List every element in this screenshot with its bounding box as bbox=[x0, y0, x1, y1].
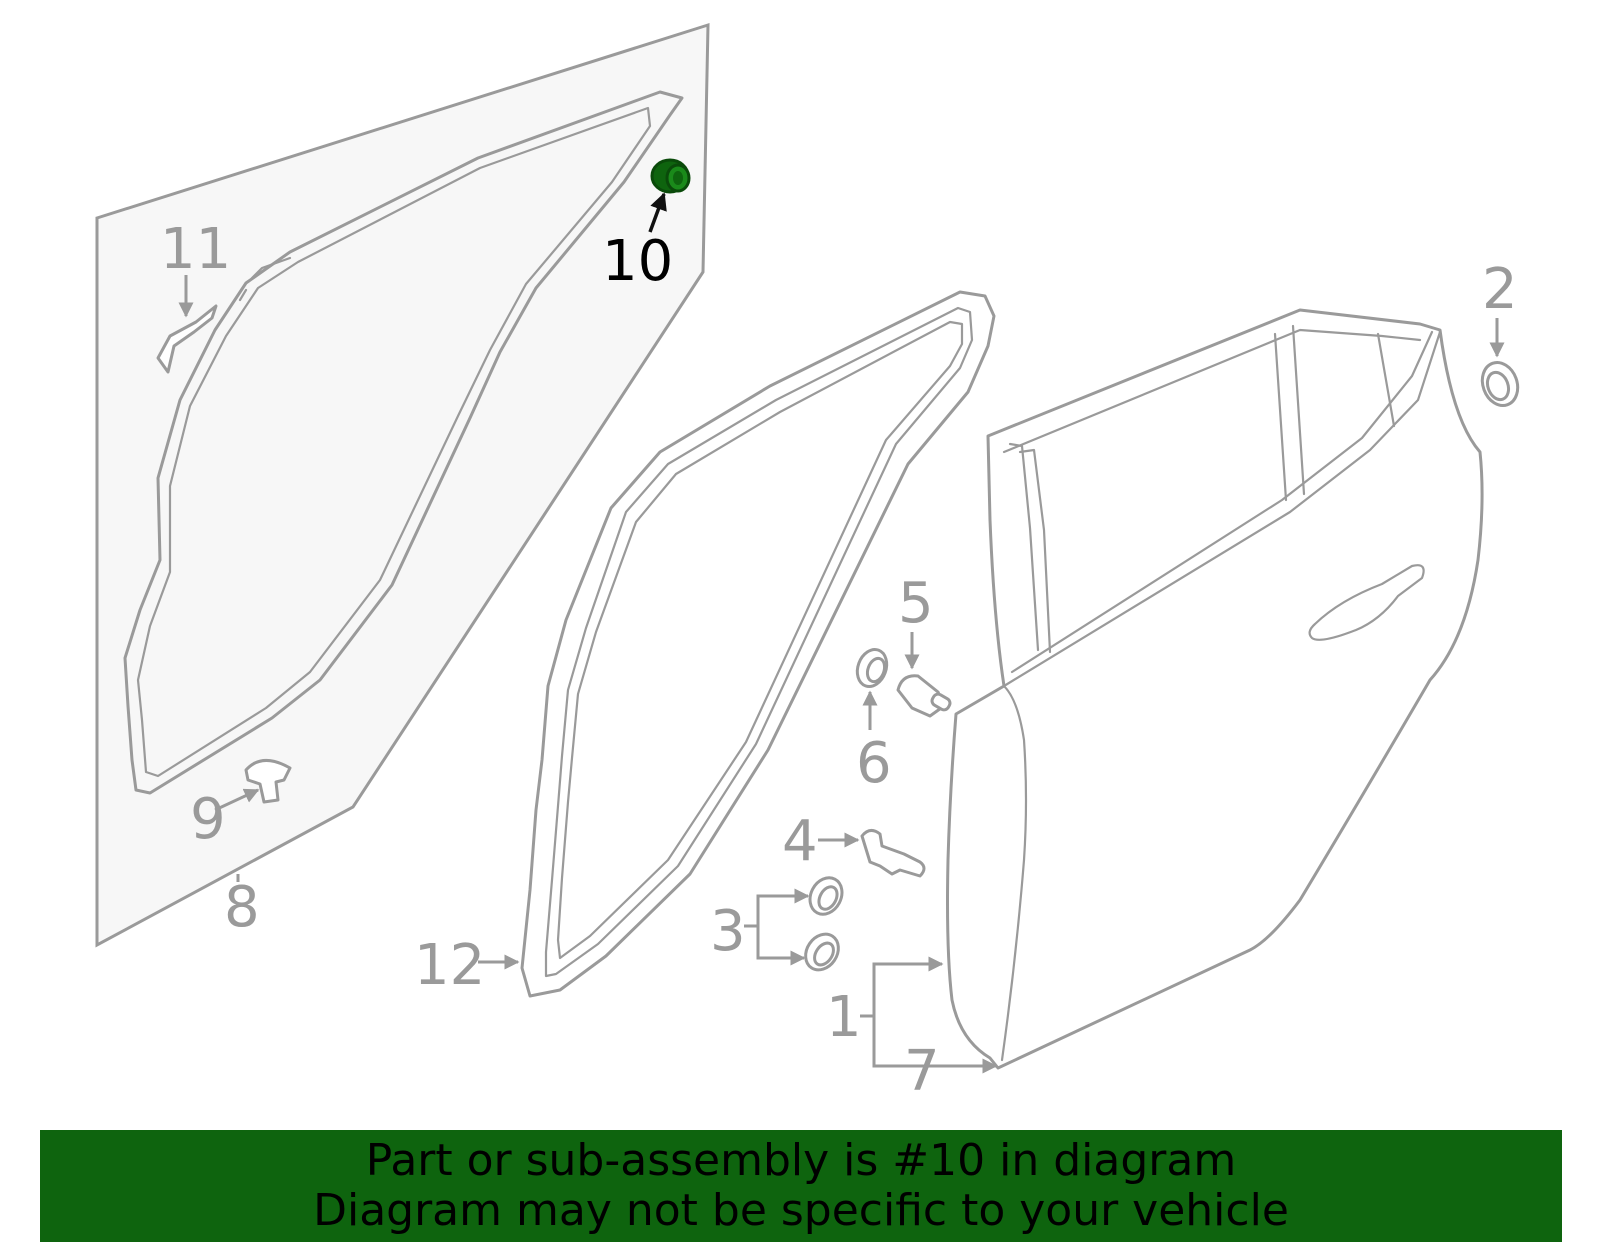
door-weatherstrip-12-outer bbox=[520, 290, 996, 998]
callout-3: 3 bbox=[710, 899, 746, 964]
trim-piece-11 bbox=[156, 304, 218, 374]
panel-8 bbox=[95, 22, 710, 948]
callout-11: 11 bbox=[160, 217, 231, 282]
opening-seal-inner bbox=[136, 106, 652, 778]
plug-2 bbox=[1480, 361, 1520, 407]
leader-lines bbox=[178, 192, 1505, 1074]
callout-12: 12 bbox=[414, 933, 485, 998]
grommet-3a bbox=[808, 876, 844, 916]
callout-1: 1 bbox=[826, 985, 862, 1050]
door-weatherstrip-12-inner bbox=[544, 306, 974, 978]
callout-5: 5 bbox=[898, 571, 934, 636]
bumper-5 bbox=[896, 674, 952, 718]
grommet-10-highlighted[interactable] bbox=[650, 158, 691, 194]
door-weatherstrip-12-inner2 bbox=[556, 320, 964, 960]
callout-7: 7 bbox=[904, 1039, 940, 1104]
callout-6: 6 bbox=[856, 731, 892, 796]
banner-line-2: Diagram may not be specific to your vehi… bbox=[313, 1185, 1289, 1236]
opening-seal-outer bbox=[123, 90, 684, 795]
callout-10: 10 bbox=[602, 229, 673, 294]
callout-2: 2 bbox=[1482, 257, 1518, 322]
door-shell-1 bbox=[946, 308, 1484, 1070]
clip-9 bbox=[244, 759, 292, 804]
grommet-3b bbox=[804, 932, 840, 972]
opening-seal-trim bbox=[238, 256, 292, 302]
callout-4: 4 bbox=[782, 809, 818, 874]
info-banner: Part or sub-assembly is #10 in diagram D… bbox=[40, 1130, 1562, 1242]
stud-4 bbox=[860, 829, 926, 878]
callout-9: 9 bbox=[190, 787, 226, 852]
callout-8: 8 bbox=[224, 875, 260, 940]
banner-line-1: Part or sub-assembly is #10 in diagram bbox=[365, 1135, 1237, 1186]
grommet-6 bbox=[855, 648, 889, 688]
